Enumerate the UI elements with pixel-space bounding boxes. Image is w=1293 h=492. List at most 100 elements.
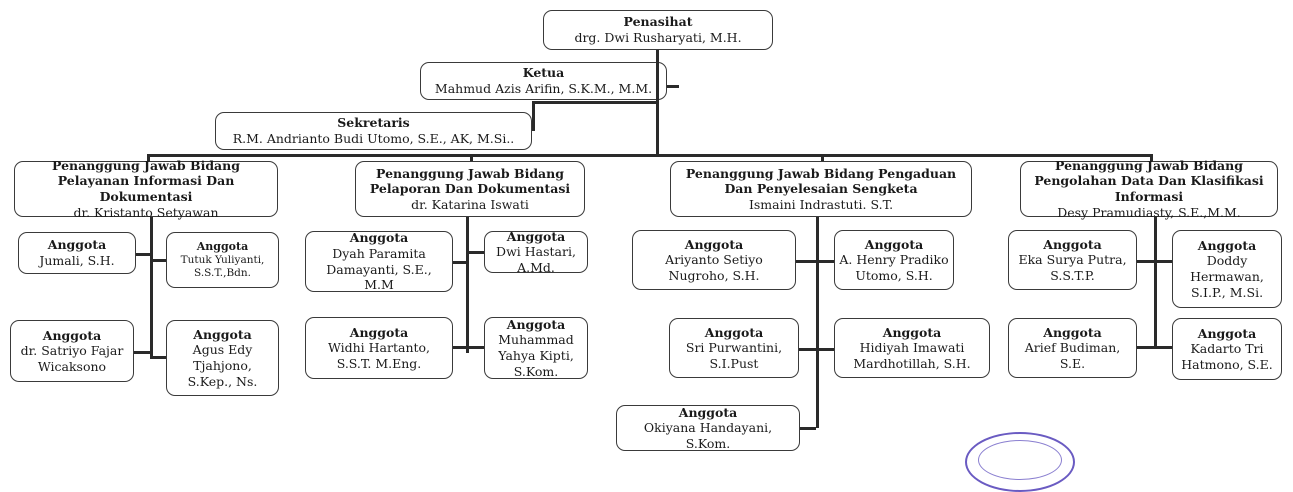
box-person-name: R.M. Andrianto Budi Utomo, S.E., AK, M.S… (232, 131, 515, 146)
connector-line-13 (150, 356, 166, 359)
connector-line-23 (816, 348, 834, 351)
box-person-name: Desy Pramudiasty, S.E.,M.M. (1057, 204, 1241, 220)
box-role-title: Anggota (1197, 237, 1257, 253)
box-person-name: Agus Edy Tjahjono, S.Kep., Ns. (187, 342, 258, 389)
org-box-pj-pengaduan: Penanggung Jawab Bidang Pengaduan Dan Pe… (670, 161, 972, 217)
box-role-title: Penanggung Jawab Bidang Pelaporan Dan Do… (369, 165, 571, 197)
box-person-name: Dyah Paramita Damayanti, S.E., M.M (326, 245, 432, 293)
box-role-title: Anggota (349, 230, 409, 246)
box-person-name: Mahmud Azis Arifin, S.K.M., M.M. (434, 81, 653, 96)
box-person-name: Hidiyah Imawati Mardhotillah, S.H. (853, 340, 971, 371)
connector-line-26 (1137, 260, 1154, 263)
connector-line-24 (800, 427, 816, 430)
box-role-title: Penanggung Jawab Bidang Pelayanan Inform… (52, 157, 240, 204)
connector-line-11 (150, 259, 166, 262)
connector-line-27 (1154, 260, 1172, 263)
connector-line-19 (816, 217, 819, 428)
box-role-title: Anggota (196, 240, 249, 253)
box-person-name: dr. Kristanto Setyawan (73, 204, 219, 220)
connector-line-0 (656, 50, 659, 155)
connector-line-9 (150, 217, 153, 359)
box-role-title: Penanggung Jawab Bidang Pengolahan Data … (1034, 157, 1264, 204)
box-role-title: Anggota (1197, 325, 1257, 341)
connector-line-21 (816, 260, 834, 263)
box-person-name: Muhammad Yahya Kipti, S.Kom. (498, 332, 574, 379)
org-box-pj-pelaporan: Penanggung Jawab Bidang Pelaporan Dan Do… (355, 161, 585, 217)
box-role-title: Anggota (47, 237, 107, 253)
connector-line-18 (466, 346, 484, 349)
box-role-title: Anggota (864, 236, 924, 252)
box-person-name: Eka Surya Putra, S.S.T.P. (1018, 252, 1127, 283)
box-person-name: Tutuk Yuliyanti, S.S.T.,Bdn. (180, 253, 265, 279)
box-role-title: Penanggung Jawab Bidang Pengaduan Dan Pe… (685, 165, 957, 197)
box-person-name: Jumali, S.H. (39, 253, 115, 268)
connector-line-12 (134, 351, 150, 354)
connector-line-7 (821, 154, 824, 161)
box-person-name: Ismaini Indrastuti. S.T. (748, 196, 894, 212)
box-role-title: Anggota (1043, 324, 1102, 340)
box-role-title: Anggota (42, 327, 102, 343)
connector-line-5 (147, 154, 150, 161)
org-box-pj-pelayanan: Penanggung Jawab Bidang Pelayanan Inform… (14, 157, 278, 220)
box-person-name: Dwi Hastari, A.Md. (496, 244, 576, 275)
box-person-name: A. Henry Pradiko Utomo, S.H. (839, 252, 949, 283)
connector-line-2 (532, 101, 535, 131)
connector-line-20 (796, 260, 816, 263)
connector-line-4 (147, 154, 1151, 157)
connector-line-15 (453, 261, 466, 264)
box-role-title: Anggota (506, 316, 566, 332)
connector-line-3 (532, 101, 656, 104)
connector-line-6 (470, 154, 473, 161)
box-person-name: Doddy Hermawan, S.I.P., M.Si. (1190, 253, 1264, 300)
box-role-title: Anggota (349, 324, 409, 340)
box-person-name: drg. Dwi Rusharyati, M.H. (574, 30, 742, 45)
box-person-name: Ariyanto Setiyo Nugroho, S.H. (665, 252, 763, 283)
box-person-name: Kadarto Tri Hatmono, S.E. (1181, 341, 1273, 372)
connector-line-16 (466, 251, 484, 254)
box-role-title: Ketua (522, 65, 565, 81)
box-person-name: Widhi Hartanto, S.S.T. M.Eng. (327, 340, 431, 371)
connector-line-17 (453, 346, 466, 349)
box-role-title: Sekretaris (337, 115, 410, 131)
connector-line-29 (1154, 346, 1172, 349)
box-role-title: Anggota (882, 324, 942, 340)
org-box-pj-pengolahan: Penanggung Jawab Bidang Pengolahan Data … (1020, 157, 1278, 220)
connector-line-25 (1154, 217, 1157, 347)
box-role-title: Anggota (506, 228, 566, 244)
box-person-name: dr. Katarina Iswati (411, 196, 529, 212)
box-role-title: Anggota (704, 324, 764, 340)
box-person-name: Okiyana Handayani, S.Kom. (643, 420, 773, 451)
box-role-title: Anggota (684, 236, 744, 252)
box-person-name: Sri Purwantini, S.I.Pust (685, 340, 783, 371)
connector-line-8 (1150, 154, 1153, 161)
box-role-title: Anggota (1043, 236, 1102, 252)
stamp-seal-inner (978, 440, 1062, 480)
connector-line-14 (466, 217, 469, 353)
connector-line-22 (799, 348, 816, 351)
box-role-title: Anggota (678, 404, 738, 420)
box-role-title: Anggota (193, 326, 252, 342)
connector-line-28 (1137, 346, 1154, 349)
box-person-name: dr. Satriyo Fajar Wicaksono (20, 343, 124, 374)
connector-line-10 (136, 253, 150, 256)
